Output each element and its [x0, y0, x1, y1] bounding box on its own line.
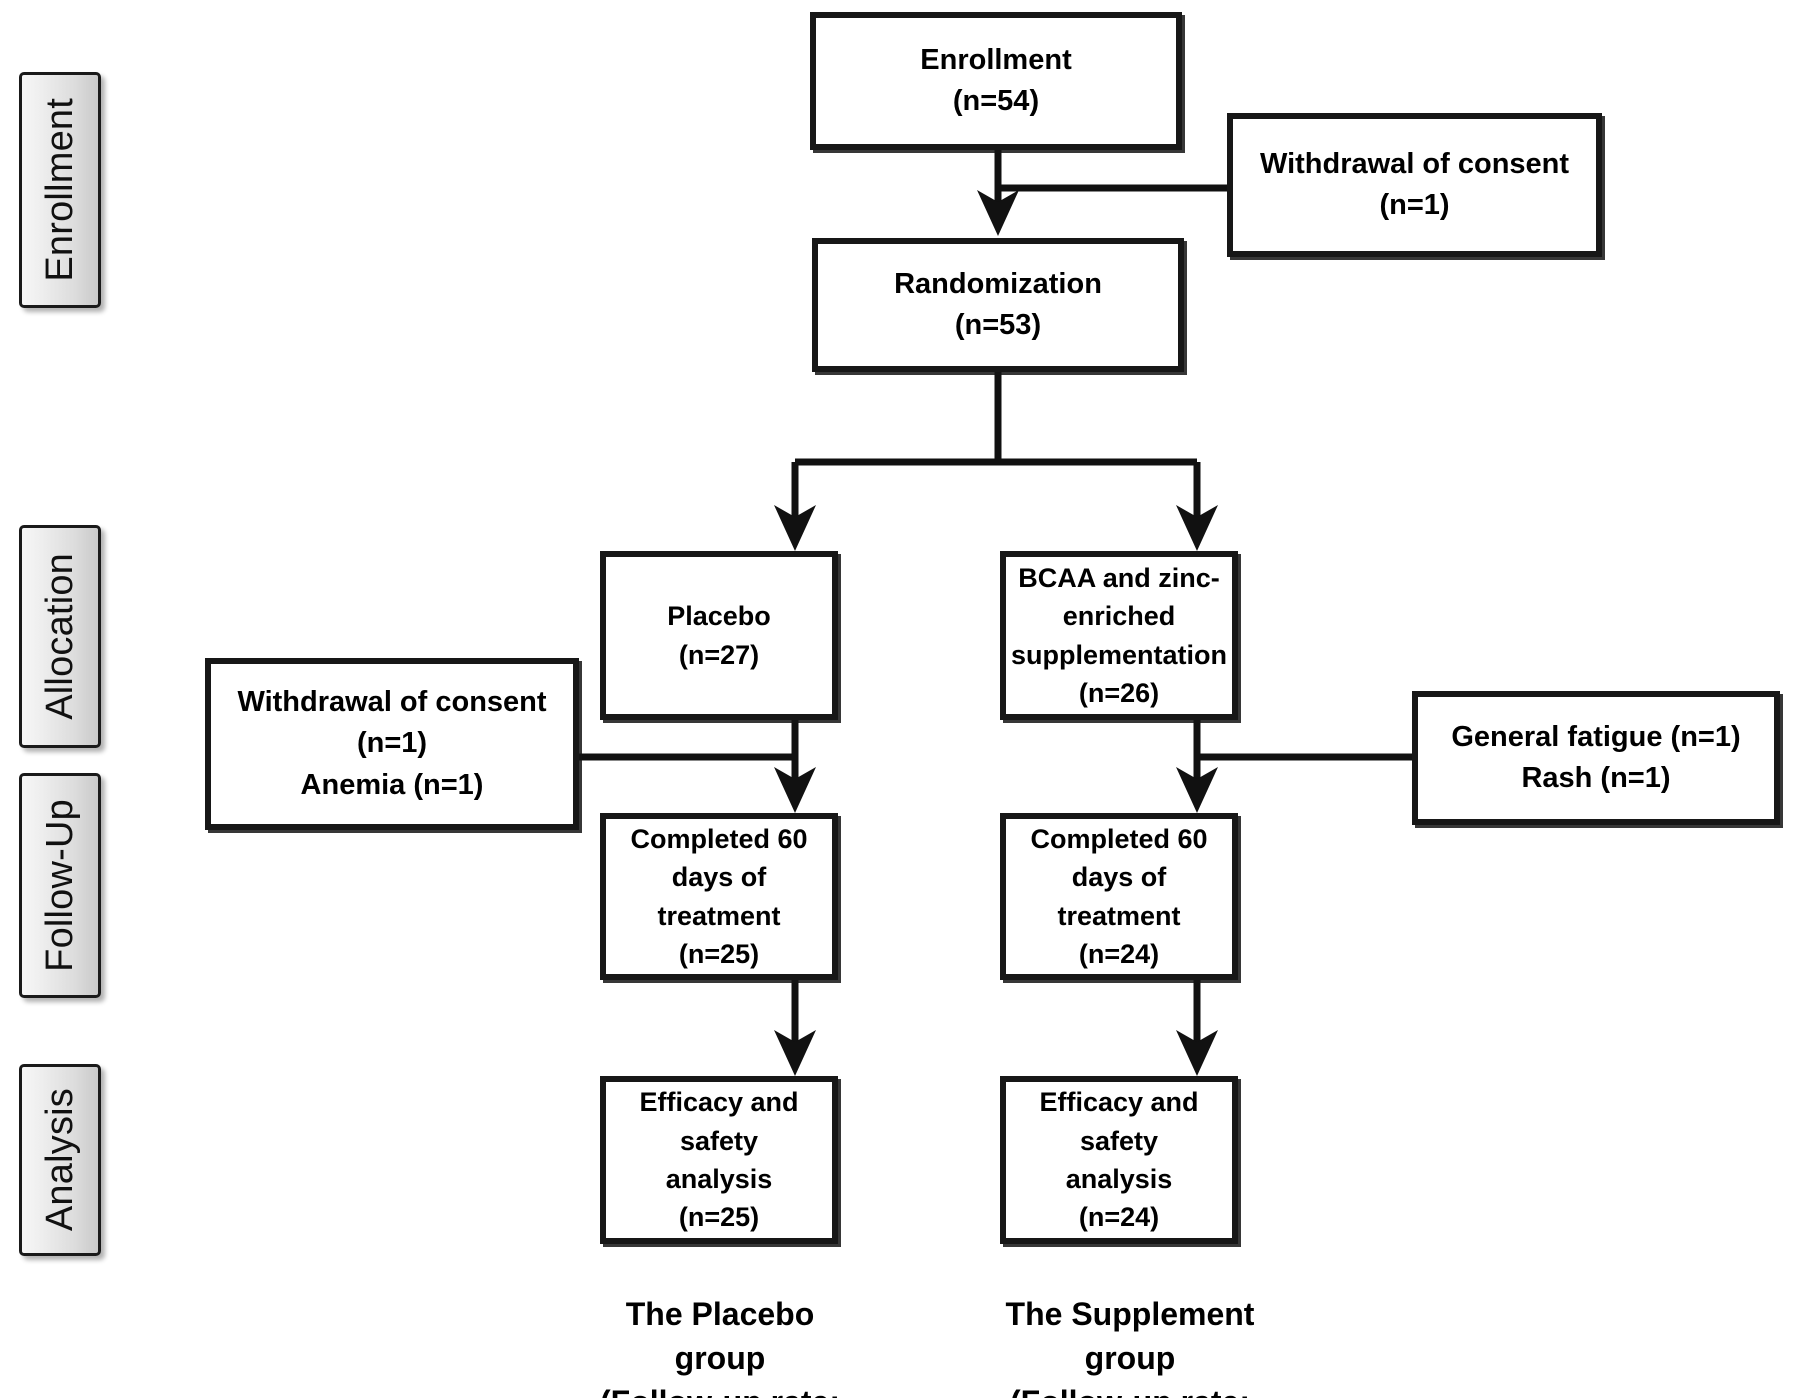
stage-badge-analysis: Analysis [19, 1064, 101, 1256]
stage-label-enrollment: Enrollment [39, 98, 81, 282]
stage-badge-enrollment: Enrollment [19, 72, 101, 308]
box-analysis-supplement-text: Efficacy and safety analysis (n=24) [1039, 1087, 1199, 1233]
box-withdrawal-of-consent-anemia: Withdrawal of consent (n=1) Anemia (n=1) [205, 658, 579, 830]
stage-label-follow-up: Follow-Up [39, 799, 81, 972]
stage-label-analysis: Analysis [39, 1088, 81, 1232]
box-enrollment-text: Enrollment (n=54) [920, 43, 1072, 117]
box-randomization-text: Randomization (n=53) [894, 267, 1102, 341]
box-withdrawal-of-consent-enrollment-text: Withdrawal of consent (n=1) [1259, 147, 1570, 221]
box-analysis-placebo: Efficacy and safety analysis (n=25) [600, 1076, 838, 1244]
arrowhead-supplement [1176, 505, 1218, 551]
box-enrollment: Enrollment (n=54) [810, 12, 1182, 150]
box-completed-treatment-placebo: Completed 60 days of treatment (n=25) [600, 813, 838, 980]
arrowhead-placebo [774, 505, 816, 551]
caption-placebo-group: The Placebo group (Follow-up rate: 92.6%… [600, 1296, 840, 1398]
box-placebo-text: Placebo (n=27) [667, 601, 771, 670]
stage-badge-follow-up: Follow-Up [19, 773, 101, 998]
box-analysis-supplement: Efficacy and safety analysis (n=24) [1000, 1076, 1238, 1244]
box-adverse-events: General fatigue (n=1) Rash (n=1) [1412, 691, 1780, 825]
box-supplementation: BCAA and zinc-enriched supplementation (… [1000, 551, 1238, 720]
arrowhead-randomization [977, 190, 1019, 236]
arrowhead-analysis-supplement [1176, 1030, 1218, 1076]
box-completed-treatment-supplement-text: Completed 60 days of treatment (n=24) [1030, 823, 1208, 969]
stage-label-allocation: Allocation [39, 553, 81, 720]
box-adverse-events-text: General fatigue (n=1) Rash (n=1) [1451, 720, 1741, 794]
box-randomization: Randomization (n=53) [812, 238, 1184, 372]
box-completed-treatment-placebo-text: Completed 60 days of treatment (n=25) [630, 823, 808, 969]
arrowhead-analysis-placebo [774, 1030, 816, 1076]
box-completed-treatment-supplement: Completed 60 days of treatment (n=24) [1000, 813, 1238, 980]
box-withdrawal-of-consent-anemia-text: Withdrawal of consent (n=1) Anemia (n=1) [237, 686, 547, 801]
box-withdrawal-of-consent-enrollment: Withdrawal of consent (n=1) [1227, 113, 1602, 257]
box-placebo: Placebo (n=27) [600, 551, 838, 720]
arrowhead-completed-placebo [774, 767, 816, 813]
arrowhead-completed-supplement [1176, 767, 1218, 813]
stage-badge-allocation: Allocation [19, 525, 101, 748]
caption-supplement-group: The Supplement group (Follow-up rate: 92… [1005, 1296, 1255, 1398]
box-supplementation-text: BCAA and zinc-enriched supplementation (… [1011, 562, 1228, 708]
box-analysis-placebo-text: Efficacy and safety analysis (n=25) [639, 1087, 799, 1233]
